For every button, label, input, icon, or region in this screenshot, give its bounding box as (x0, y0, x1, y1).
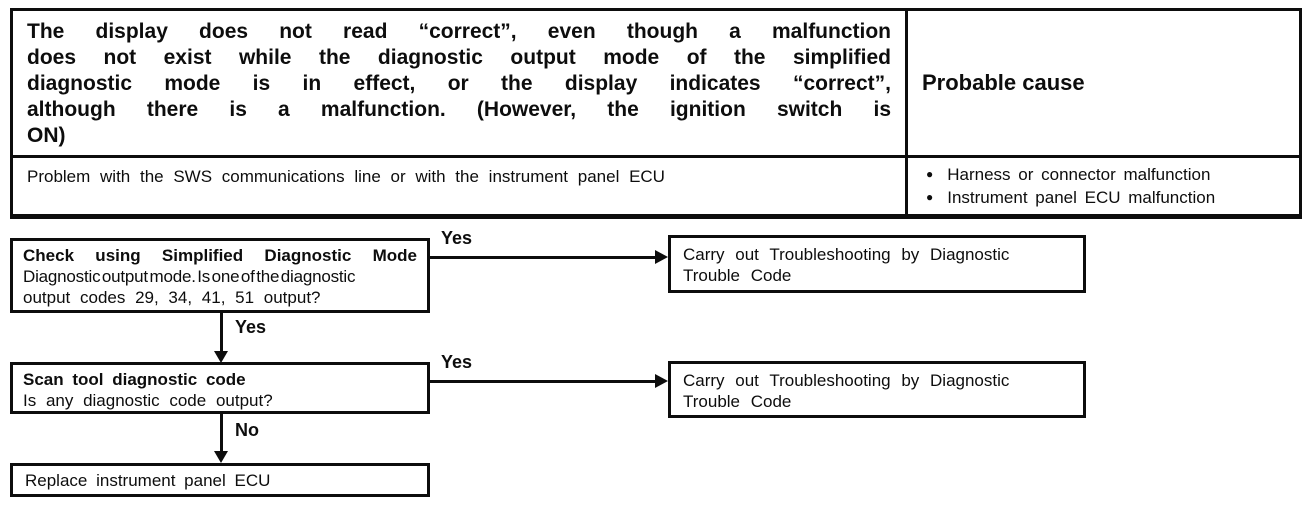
box-body-line: Diagnostic output mode. Is one of the di… (23, 267, 356, 286)
result-box-replace-ecu: Replace instrument panel ECU (10, 463, 430, 497)
box-title: Scan tool diagnostic code (23, 370, 246, 389)
box-title: Check using Simplified Diagnostic Mode (23, 246, 417, 265)
action-box-troubleshoot-by-dtc-2: Carry out Troubleshooting by Diagnostic … (668, 361, 1086, 418)
diagnostic-table: The display does not read “correct”, eve… (10, 8, 1302, 219)
arrow-line (429, 380, 656, 383)
arrow-line (220, 414, 223, 452)
cause-text: Harness or connector malfunction (947, 165, 1211, 184)
problem-description-cell: The display does not read “correct”, eve… (13, 11, 908, 155)
action-text: Carry out Troubleshooting by Diagnostic … (683, 371, 1010, 411)
bullet-icon: ● (926, 167, 934, 181)
yes-label: Yes (441, 228, 473, 248)
result-text: Replace instrument panel ECU (25, 471, 271, 490)
problem-title-line: although there is a malfunction. (Howeve… (27, 98, 891, 121)
arrowhead-right-icon (655, 374, 668, 388)
cause-list: ● Harness or connector malfunction ● Ins… (908, 158, 1299, 214)
bullet-icon: ● (926, 190, 934, 204)
probable-cause-header-cell: Probable cause (908, 11, 1299, 155)
box-body-line: output codes 29, 34, 41, 51 output? (23, 288, 321, 307)
arrow-line (429, 256, 656, 259)
cause-item: ● Instrument panel ECU malfunction (926, 187, 1289, 210)
problem-title-line: does not exist while the diagnostic outp… (27, 46, 891, 69)
table-header-row: The display does not read “correct”, eve… (13, 11, 1299, 158)
arrowhead-down-icon (214, 451, 228, 463)
cause-item: ● Harness or connector malfunction (926, 164, 1289, 187)
problem-title-line: The display does not read “correct”, eve… (27, 20, 891, 43)
box-body-line: Is any diagnostic code output? (23, 391, 273, 410)
yes-label: Yes (441, 352, 473, 372)
arrowhead-down-icon (214, 351, 228, 363)
table-detail-row: Problem with the SWS communications line… (13, 158, 1299, 214)
yes-label: Yes (235, 317, 267, 337)
decision-box-scan-tool-code: Scan tool diagnostic code Is any diagnos… (10, 362, 430, 414)
no-label: No (235, 420, 259, 440)
action-text: Carry out Troubleshooting by Diagnostic … (683, 245, 1010, 285)
arrow-line (220, 313, 223, 352)
decision-box-simplified-diagnostic-mode: Check using Simplified Diagnostic Mode D… (10, 238, 430, 313)
arrowhead-right-icon (655, 250, 668, 264)
problem-detail-cell: Problem with the SWS communications line… (13, 158, 908, 214)
problem-title-line: diagnostic mode is in effect, or the dis… (27, 72, 891, 95)
problem-detail-text: Problem with the SWS communications line… (27, 167, 665, 186)
problem-title-line: ON) (27, 124, 66, 147)
cause-text: Instrument panel ECU malfunction (947, 188, 1216, 207)
probable-cause-header: Probable cause (922, 70, 1085, 95)
action-box-troubleshoot-by-dtc-1: Carry out Troubleshooting by Diagnostic … (668, 235, 1086, 293)
